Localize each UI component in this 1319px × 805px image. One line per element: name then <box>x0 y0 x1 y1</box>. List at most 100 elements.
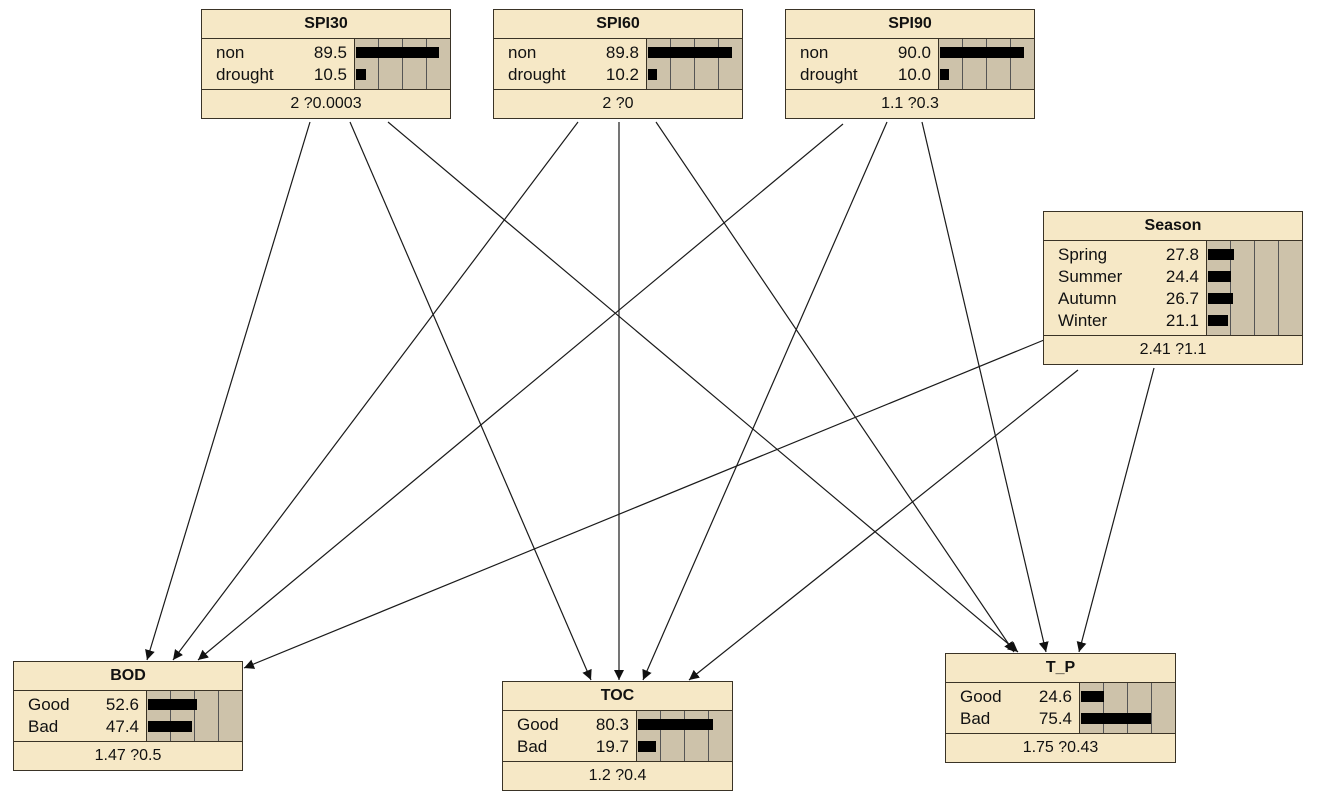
state-row: Bad 75.4 <box>946 708 1175 730</box>
node-expected-value: 1.47 ?0.5 <box>94 747 162 764</box>
node-expected-value: 1.1 ?0.3 <box>881 95 939 112</box>
state-label: Winter <box>1058 311 1108 330</box>
edge-season-bod <box>243 339 1045 669</box>
belief-bar <box>148 699 197 710</box>
edge-spi30-toc <box>349 121 592 681</box>
node-expected-value: 2 ?0 <box>602 95 634 112</box>
state-probability: 27.8 <box>1165 245 1199 264</box>
state-row: non 89.8 <box>494 42 742 64</box>
node-expected-value: 1.75 ?0.43 <box>1022 739 1099 756</box>
state-label: non <box>216 43 245 62</box>
state-label: Bad <box>960 709 991 728</box>
belief-bar <box>638 741 656 752</box>
node-states: non 90.0 drought 10.0 <box>786 39 1034 90</box>
state-label: drought <box>800 65 858 84</box>
state-probability: 19.7 <box>595 737 629 756</box>
state-label: Autumn <box>1058 289 1117 308</box>
state-probability: 24.4 <box>1165 267 1199 286</box>
belief-bar <box>638 719 713 730</box>
belief-bar <box>940 69 949 80</box>
state-probability: 26.7 <box>1165 289 1199 308</box>
node-title: Season <box>1044 212 1302 241</box>
state-row: non 89.5 <box>202 42 450 64</box>
edge-spi90-bod <box>197 123 844 661</box>
node-states: non 89.5 drought 10.5 <box>202 39 450 90</box>
state-label: Bad <box>517 737 548 756</box>
edge-spi30-bod <box>145 121 311 661</box>
state-row: Good 80.3 <box>503 714 732 736</box>
edge-season-toc <box>688 369 1079 681</box>
node-expected-value: 2 ?0.0003 <box>290 95 362 112</box>
state-probability: 52.6 <box>105 695 139 714</box>
state-label: Summer <box>1058 267 1123 286</box>
belief-bar <box>1081 713 1151 724</box>
state-probability: 47.4 <box>105 717 139 736</box>
state-label: Good <box>517 715 559 734</box>
belief-bar <box>648 69 657 80</box>
edge-spi30-tp <box>387 121 1019 653</box>
edge-group <box>145 121 1155 681</box>
state-probability: 10.2 <box>605 65 639 84</box>
belief-bar <box>940 47 1024 58</box>
state-row: Spring 27.8 <box>1044 244 1302 266</box>
state-label: Bad <box>28 717 59 736</box>
state-row: Summer 24.4 <box>1044 266 1302 288</box>
node-title: SPI90 <box>786 10 1034 39</box>
node-title: TOC <box>503 682 732 711</box>
state-label: Spring <box>1058 245 1108 264</box>
state-row: Good 52.6 <box>14 694 242 716</box>
belief-bar <box>1208 293 1233 304</box>
node-title: BOD <box>14 662 242 691</box>
state-row: drought 10.5 <box>202 64 450 86</box>
node-title: T_P <box>946 654 1175 683</box>
edge-spi90-toc <box>642 121 888 681</box>
belief-bar <box>148 721 192 732</box>
state-row: drought 10.0 <box>786 64 1034 86</box>
state-label: Good <box>28 695 70 714</box>
node-spi90[interactable]: SPI90 non 90.0 drought 10.0 1.1 ?0.3 <box>785 9 1035 119</box>
state-probability: 89.8 <box>605 43 639 62</box>
state-row: Bad 19.7 <box>503 736 732 758</box>
belief-bar <box>648 47 732 58</box>
state-probability: 24.6 <box>1038 687 1072 706</box>
belief-bar <box>356 47 439 58</box>
state-row: Good 24.6 <box>946 686 1175 708</box>
state-label: drought <box>216 65 274 84</box>
edge-spi60-tp <box>655 121 1015 653</box>
state-probability: 90.0 <box>897 43 931 62</box>
state-probability: 10.5 <box>313 65 347 84</box>
state-label: Good <box>960 687 1002 706</box>
belief-bar <box>1208 249 1234 260</box>
state-label: non <box>508 43 537 62</box>
state-label: non <box>800 43 829 62</box>
node-expected-value: 1.2 ?0.4 <box>588 767 647 784</box>
state-probability: 75.4 <box>1038 709 1072 728</box>
state-row: non 90.0 <box>786 42 1034 64</box>
belief-bar <box>356 69 366 80</box>
state-probability: 21.1 <box>1165 311 1199 330</box>
belief-bar <box>1208 315 1228 326</box>
state-row: Bad 47.4 <box>14 716 242 738</box>
state-row: Winter 21.1 <box>1044 310 1302 332</box>
state-probability: 80.3 <box>595 715 629 734</box>
state-row: Autumn 26.7 <box>1044 288 1302 310</box>
edge-spi60-bod <box>172 121 579 661</box>
belief-bar <box>1081 691 1104 702</box>
node-title: SPI60 <box>494 10 742 39</box>
state-probability: 89.5 <box>313 43 347 62</box>
state-probability: 10.0 <box>897 65 931 84</box>
edge-spi90-tp <box>921 121 1049 653</box>
